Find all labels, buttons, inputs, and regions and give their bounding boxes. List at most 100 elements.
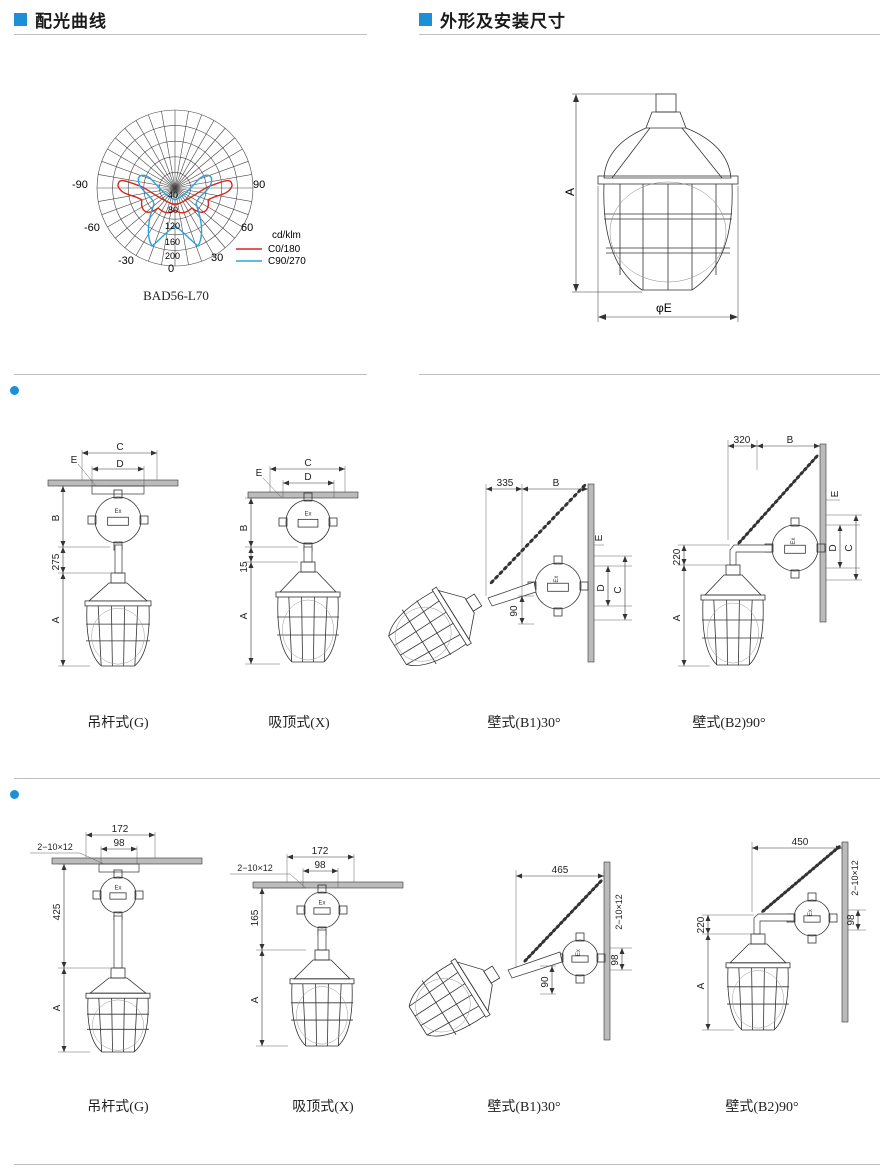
junction-box-port bbox=[303, 492, 313, 502]
junction-box-port bbox=[317, 884, 327, 894]
polar-grid-spoke bbox=[148, 114, 176, 189]
lamp-cage-bar bbox=[98, 998, 103, 1053]
lamp-cage-bar bbox=[738, 599, 740, 666]
dimension-label: D bbox=[828, 544, 839, 551]
polar-grid-spoke bbox=[174, 148, 243, 189]
lamp-cage-bar bbox=[400, 623, 454, 656]
lamp-cage-ring bbox=[401, 609, 437, 665]
dimension-label: 172 bbox=[112, 824, 129, 835]
junction-box-port bbox=[579, 581, 589, 591]
dimension-label: E bbox=[594, 534, 605, 541]
chain-link bbox=[534, 946, 539, 952]
lamp-hood bbox=[704, 574, 762, 596]
polar-grid-spoke bbox=[174, 174, 252, 189]
chain-link bbox=[550, 515, 556, 521]
lamp-cage-bar bbox=[420, 994, 473, 1026]
lamp-globe bbox=[395, 606, 452, 662]
lamp-cage bbox=[86, 605, 150, 667]
lamp-neck bbox=[314, 949, 330, 961]
chain-link bbox=[511, 556, 517, 562]
overall-diameter-label: φE bbox=[656, 301, 672, 315]
lamp-neck bbox=[300, 561, 316, 573]
dimension-arrow bbox=[855, 910, 861, 930]
chain-link bbox=[498, 570, 504, 576]
chain-link bbox=[533, 533, 539, 539]
junction-box: Ex bbox=[87, 489, 149, 551]
dimension-label: 15 bbox=[239, 561, 250, 573]
chain-link bbox=[526, 953, 532, 959]
lamp-rim bbox=[85, 992, 151, 999]
dimension-label: 275 bbox=[51, 553, 62, 570]
pendant-rod bbox=[113, 915, 123, 969]
lamp-cage-bar bbox=[426, 1005, 480, 1036]
lamp-cage-bar bbox=[713, 599, 718, 666]
divider-1-left bbox=[14, 374, 367, 375]
junction-box-plate bbox=[547, 582, 569, 592]
polar-grid-spoke bbox=[174, 187, 189, 265]
lamp-cage-bar bbox=[111, 998, 113, 1053]
dimension-label: B bbox=[239, 524, 250, 531]
chain-link bbox=[565, 912, 571, 918]
polar-grid-spoke bbox=[135, 187, 176, 256]
lamp-cage bbox=[727, 967, 789, 1031]
chain-link bbox=[569, 909, 575, 915]
junction-box-port bbox=[338, 905, 348, 915]
chain-link bbox=[813, 454, 819, 460]
polar-grid-spoke bbox=[115, 187, 176, 239]
ceiling-plate bbox=[252, 881, 404, 889]
chain-link bbox=[752, 523, 757, 529]
dimension-label: 90 bbox=[509, 605, 520, 617]
header-square-icon bbox=[419, 12, 432, 26]
ceiling-plate bbox=[51, 857, 203, 865]
wall-arm bbox=[729, 544, 773, 566]
dimension-arrow bbox=[283, 480, 334, 486]
header-square-icon bbox=[14, 12, 27, 26]
dimension-label: D bbox=[596, 584, 607, 591]
ex-mark: Ex bbox=[808, 909, 814, 916]
lamp-globe bbox=[296, 986, 348, 1045]
dimension-label: C bbox=[844, 544, 855, 551]
lamp-cage-ring bbox=[435, 971, 471, 1027]
polar-grid-spoke bbox=[135, 120, 176, 189]
lamp-rim bbox=[700, 594, 766, 601]
junction-box: Ex bbox=[554, 932, 606, 984]
chain-link bbox=[737, 539, 743, 545]
junction-box-body bbox=[285, 499, 331, 545]
lamp-globe bbox=[732, 970, 784, 1029]
dimension-arrow bbox=[728, 443, 757, 449]
chain-link bbox=[806, 462, 812, 468]
dimension-label: E bbox=[71, 455, 78, 466]
polar-section-header: 配光曲线 bbox=[14, 8, 107, 32]
junction-box-port bbox=[134, 890, 144, 900]
chain-link bbox=[507, 561, 513, 566]
chain-link bbox=[594, 883, 600, 889]
chain-link bbox=[520, 547, 526, 553]
lamp-cage-bar bbox=[288, 596, 293, 663]
row1-caption-wall-30: 壁式(B1)30° bbox=[487, 716, 561, 731]
lamp-body bbox=[725, 933, 791, 1031]
dimension-label: 450 bbox=[792, 837, 809, 848]
lamp-hood bbox=[88, 977, 148, 994]
dimension-label: 335 bbox=[497, 478, 514, 489]
lamp-cage-bar bbox=[134, 605, 139, 667]
lamp-cage-bar bbox=[97, 605, 102, 667]
polar-grid-spoke bbox=[174, 114, 202, 189]
polar-grid-spoke bbox=[174, 120, 215, 189]
lamp-cage-bar bbox=[313, 596, 315, 663]
lamp-cage-bar bbox=[337, 983, 342, 1047]
lamp-cage-bar bbox=[414, 983, 466, 1017]
dimension-label: 465 bbox=[552, 865, 569, 876]
lamp-cage-bar bbox=[726, 599, 728, 666]
dimension-label: 98 bbox=[113, 838, 125, 849]
polar-model-label: BAD56-L70 bbox=[143, 288, 209, 303]
junction-box-port bbox=[296, 905, 306, 915]
chain-link bbox=[555, 924, 561, 930]
lamp-cage bbox=[388, 591, 467, 666]
chain-link bbox=[744, 531, 750, 537]
chain-link bbox=[529, 538, 534, 544]
polar-radial-label: 200 bbox=[165, 251, 180, 261]
dimension-label: C bbox=[304, 458, 311, 469]
dimension-label: 2−10×12 bbox=[237, 863, 273, 873]
junction-box-body bbox=[771, 524, 819, 572]
polar-section-title: 配光曲线 bbox=[35, 11, 107, 32]
